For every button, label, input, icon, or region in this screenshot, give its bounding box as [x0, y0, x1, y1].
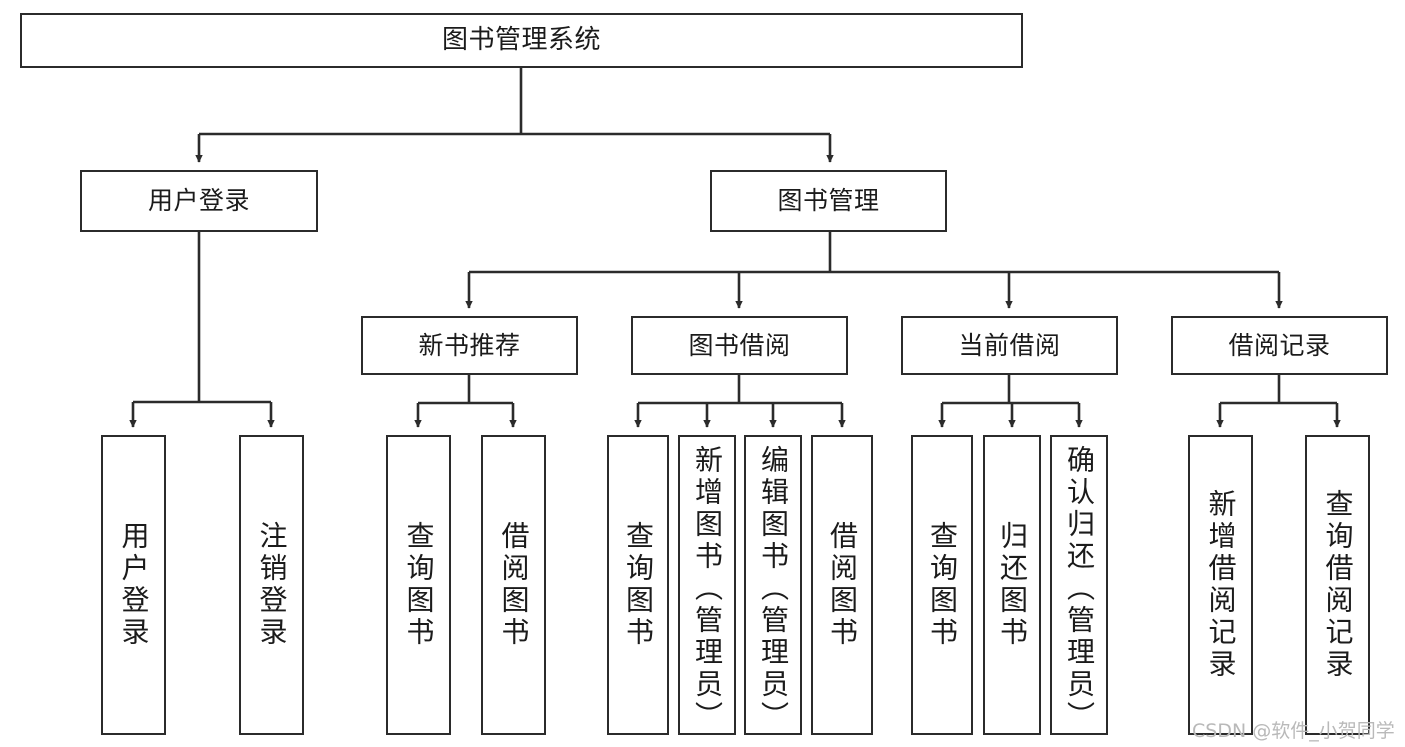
leaf-confirm-return-admin-label: 确认归还（管理员） [1063, 445, 1096, 733]
leaf-borrow-book-1-label: 借阅图书 [497, 521, 531, 649]
leaf-return-book-label: 归还图书 [996, 521, 1029, 649]
node-borrow-record[interactable]: 借阅记录 [1171, 316, 1388, 375]
leaf-query-borrow-record[interactable]: 查询借阅记录 [1305, 435, 1370, 735]
leaf-query-book-1-label: 查询图书 [402, 521, 436, 649]
leaf-add-book-admin-label: 新增图书（管理员） [691, 445, 724, 733]
leaf-confirm-return-admin[interactable]: 确认归还（管理员） [1050, 435, 1108, 735]
leaf-return-book[interactable]: 归还图书 [983, 435, 1041, 735]
node-current-borrow-label: 当前借阅 [958, 330, 1061, 360]
node-root-label: 图书管理系统 [441, 24, 601, 55]
leaf-query-borrow-record-label: 查询借阅记录 [1321, 489, 1355, 681]
node-book-borrow[interactable]: 图书借阅 [631, 316, 848, 375]
leaf-borrow-book-2[interactable]: 借阅图书 [811, 435, 873, 735]
node-book-manage[interactable]: 图书管理 [710, 170, 947, 232]
leaf-borrow-book-1[interactable]: 借阅图书 [481, 435, 546, 735]
leaf-query-book-2[interactable]: 查询图书 [607, 435, 669, 735]
leaf-user-login[interactable]: 用户登录 [101, 435, 166, 735]
node-user-login[interactable]: 用户登录 [80, 170, 318, 232]
node-new-book-rec[interactable]: 新书推荐 [361, 316, 578, 375]
leaf-edit-book-admin-label: 编辑图书（管理员） [757, 445, 790, 733]
leaf-add-book-admin[interactable]: 新增图书（管理员） [678, 435, 736, 735]
leaf-query-book-2-label: 查询图书 [622, 521, 655, 649]
leaf-query-book-1[interactable]: 查询图书 [386, 435, 451, 735]
node-new-book-rec-label: 新书推荐 [418, 330, 521, 360]
node-current-borrow[interactable]: 当前借阅 [901, 316, 1118, 375]
leaf-edit-book-admin[interactable]: 编辑图书（管理员） [744, 435, 802, 735]
leaf-borrow-book-2-label: 借阅图书 [826, 521, 859, 649]
leaf-logout-label: 注销登录 [255, 521, 289, 649]
node-borrow-record-label: 借阅记录 [1228, 330, 1331, 360]
node-user-login-label: 用户登录 [147, 186, 250, 215]
leaf-add-borrow-record[interactable]: 新增借阅记录 [1188, 435, 1253, 735]
leaf-query-book-3-label: 查询图书 [926, 521, 959, 649]
leaf-add-borrow-record-label: 新增借阅记录 [1204, 489, 1238, 681]
node-root[interactable]: 图书管理系统 [20, 13, 1023, 68]
node-book-borrow-label: 图书借阅 [688, 330, 791, 360]
leaf-query-book-3[interactable]: 查询图书 [911, 435, 973, 735]
node-book-manage-label: 图书管理 [777, 186, 880, 215]
watermark: CSDN @软件_小贺同学 [1192, 720, 1395, 742]
leaf-logout[interactable]: 注销登录 [239, 435, 304, 735]
leaf-user-login-label: 用户登录 [117, 521, 151, 649]
